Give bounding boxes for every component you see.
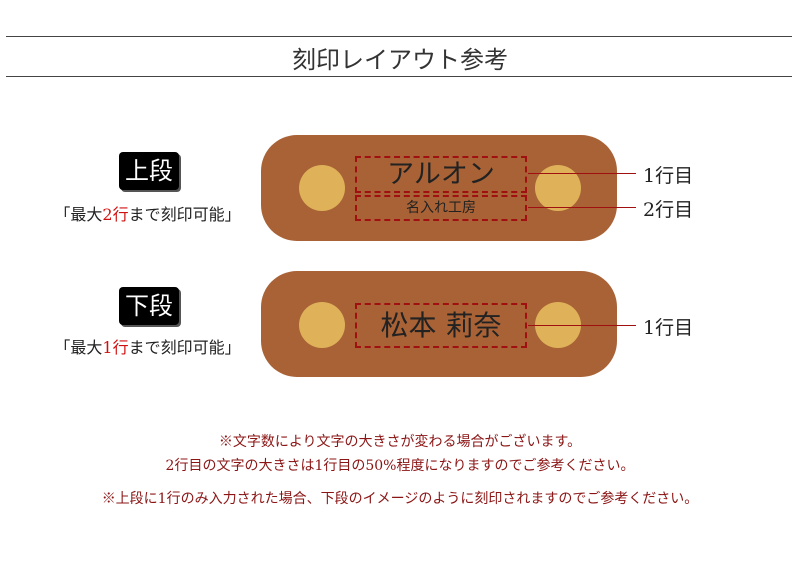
label-line1: 1行目 [643,317,694,339]
bottom-rule [6,76,792,77]
leader-line2 [528,207,636,208]
caption-post: まで刻印可能」 [128,338,241,357]
leader-line1 [528,325,636,326]
caption-pre: 「最大 [54,338,103,357]
note-3: ※上段に1行のみ入力された場合、下段のイメージのように刻印されますのでご参考くだ… [101,491,699,507]
lower-caption: 「最大1行まで刻印可能」 [40,334,255,358]
lower-badge: 下段 [119,287,179,325]
hole-right [535,165,581,211]
caption-pre: 「最大 [54,205,103,224]
caption-num: 2行 [102,205,129,224]
leader-line1 [528,173,636,174]
note-2: 2行目の文字の大きさは1行目の50%程度になりますのでご参考ください。 [165,458,635,474]
page-title: 刻印レイアウト参考 [292,46,508,74]
label-line1: 1行目 [643,165,694,187]
caption-num: 1行 [102,338,129,357]
hole-left [299,302,345,348]
upper-badge: 上段 [119,152,179,190]
caption-post: まで刻印可能」 [128,205,241,224]
top-rule [6,36,792,37]
hole-left [299,165,345,211]
engrave-line1: 松本 莉奈 [355,303,527,348]
note-1: ※文字数により文字の大きさが変わる場合がございます。 [218,434,582,450]
engrave-line1: アルオン [355,156,527,193]
upper-caption: 「最大2行まで刻印可能」 [40,201,255,225]
label-line2: 2行目 [643,199,694,221]
engrave-line2: 名入れ工房 [355,195,527,221]
